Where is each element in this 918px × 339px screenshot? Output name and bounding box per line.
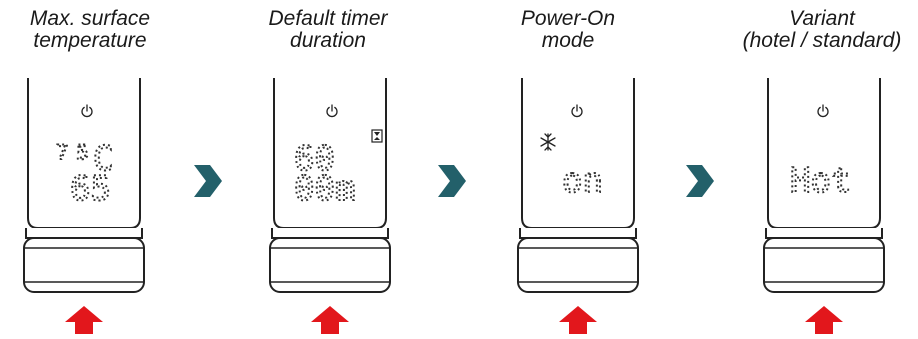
snowflake-icon <box>540 133 556 151</box>
display-bottom: 65 <box>70 169 111 209</box>
chevron-right-icon <box>686 165 714 197</box>
up-arrow-icon <box>559 306 597 334</box>
title-line: (hotel / standard) <box>742 29 902 52</box>
up-arrow-icon <box>805 306 843 334</box>
display-bottom: Hot <box>790 161 851 201</box>
chevron-right-icon <box>194 165 222 197</box>
hourglass-icon <box>371 129 383 143</box>
title-line: duration <box>290 29 366 52</box>
title-line: Variant <box>789 7 855 30</box>
title-line: Max. surface <box>29 7 151 30</box>
title-line: mode <box>541 29 595 52</box>
display-top: ⁷⁵C <box>52 139 113 179</box>
step-title-timer-duration: Default timer duration <box>228 8 428 52</box>
title-line: Power-On <box>520 7 616 30</box>
title-line: temperature <box>33 29 147 52</box>
chevron-right-icon <box>438 165 466 197</box>
step-title-power-on-mode: Power-On mode <box>468 8 668 52</box>
up-arrow-icon <box>65 306 103 334</box>
display-bottom: 00m <box>294 169 355 209</box>
title-line: Default timer <box>268 7 388 30</box>
display-device-3: on <box>561 160 604 202</box>
step-title-variant: Variant (hotel / standard) <box>722 8 918 52</box>
up-arrow-icon <box>311 306 349 334</box>
display-bottom: on <box>562 161 603 201</box>
display-device-2: 60 00m <box>293 138 356 210</box>
display-device-1: ⁷⁵C 65 <box>51 138 114 210</box>
display-top: 60 <box>294 139 335 179</box>
display-device-4: Hot <box>789 160 852 202</box>
step-title-surface-temp: Max. surface temperature <box>0 8 190 52</box>
